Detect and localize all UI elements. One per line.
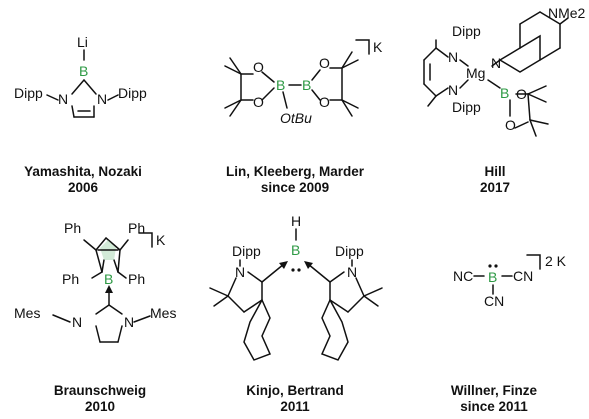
caption-year: 2017 — [479, 180, 511, 195]
caption-authors: Braunschweig — [53, 383, 147, 398]
label-phenyl: Ph — [62, 271, 79, 287]
caption-authors: Willner, Finze — [450, 383, 538, 398]
caption-compound-6: Willner, Finze since 2011 — [399, 383, 589, 415]
caption-year: 2010 — [84, 399, 116, 414]
atom-nitrogen: N — [72, 314, 82, 330]
label-cyano: CN — [513, 268, 533, 284]
caption-compound-3: Hill 2017 — [400, 164, 589, 196]
atom-oxygen: O — [319, 55, 330, 71]
atom-oxygen: O — [319, 94, 330, 110]
atom-nitrogen: N — [448, 49, 458, 65]
atom-magnesium: Mg — [466, 65, 485, 81]
structure-diboron-alkoxide: O O O O B B OtBu K — [224, 39, 383, 126]
label-dipp: Dipp — [118, 85, 147, 101]
atom-boron: B — [104, 271, 113, 287]
atom-nitrogen: N — [491, 55, 501, 71]
structure-tricyanoborate: NC B CN CN 2 K — [453, 253, 567, 309]
atom-nitrogen: N — [235, 264, 245, 280]
label-cyano: CN — [484, 293, 504, 309]
atom-oxygen: O — [253, 94, 264, 110]
caption-compound-4: Braunschweig 2010 — [5, 383, 195, 415]
caption-authors: Kinjo, Bertrand — [246, 383, 344, 398]
label-nme2: NMe2 — [548, 5, 586, 21]
label-counterion: 2 K — [545, 253, 567, 269]
label-dipp: Dipp — [335, 243, 364, 259]
label-phenyl: Ph — [128, 220, 145, 236]
atom-boron: B — [79, 63, 88, 79]
atom-nitrogen: N — [448, 82, 458, 98]
caption-compound-2: Lin, Kleeberg, Marder since 2009 — [200, 164, 390, 196]
atom-li: Li — [77, 34, 88, 50]
atom-boron: B — [276, 77, 285, 93]
caption-year: 2006 — [67, 180, 99, 195]
label-dipp: Dipp — [452, 23, 481, 39]
atom-oxygen: O — [253, 59, 264, 75]
structure-borole-nhc: Ph Ph Ph Ph B N N Mes Mes K — [14, 220, 176, 343]
label-mesityl: Mes — [14, 305, 40, 321]
atom-boron: B — [302, 77, 311, 93]
caption-year: 2011 — [280, 399, 310, 414]
caption-authors: Hill — [484, 164, 506, 179]
atom-nitrogen: N — [97, 91, 107, 107]
caption-compound-1: Yamashita, Nozaki 2006 — [0, 164, 178, 196]
structure-boryllithium: Li B N N Dipp Dipp — [14, 34, 147, 118]
caption-authors: Yamashita, Nozaki — [24, 164, 142, 179]
atom-hydrogen: H — [291, 213, 301, 229]
label-otbu: OtBu — [280, 110, 312, 126]
atom-nitrogen: N — [58, 91, 68, 107]
structure-borylene-caac: H B N N Dipp Dipp — [209, 213, 383, 361]
atom-oxygen: O — [505, 117, 516, 133]
caption-year: since 2009 — [260, 180, 330, 195]
atom-boron: B — [500, 85, 509, 101]
label-counterion: K — [373, 39, 383, 55]
label-mesityl: Mes — [150, 305, 176, 321]
atom-boron: B — [488, 269, 497, 285]
caption-year: since 2011 — [460, 399, 528, 414]
label-phenyl: Ph — [64, 220, 81, 236]
label-phenyl: Ph — [128, 271, 145, 287]
atom-nitrogen: N — [347, 264, 357, 280]
label-dipp: Dipp — [14, 85, 43, 101]
atom-nitrogen: N — [124, 314, 134, 330]
caption-authors: Lin, Kleeberg, Marder — [225, 164, 365, 179]
label-dipp: Dipp — [452, 99, 481, 115]
caption-compound-5: Kinjo, Bertrand 2011 — [200, 383, 390, 415]
atom-oxygen: O — [516, 86, 527, 102]
label-dipp: Dipp — [232, 243, 261, 259]
label-counterion: K — [156, 232, 166, 248]
structure-magnesium-boryl: Dipp Dipp N N N Mg B O O NMe2 — [423, 5, 586, 137]
atom-boron: B — [291, 242, 300, 258]
label-cyano: NC — [453, 268, 473, 284]
